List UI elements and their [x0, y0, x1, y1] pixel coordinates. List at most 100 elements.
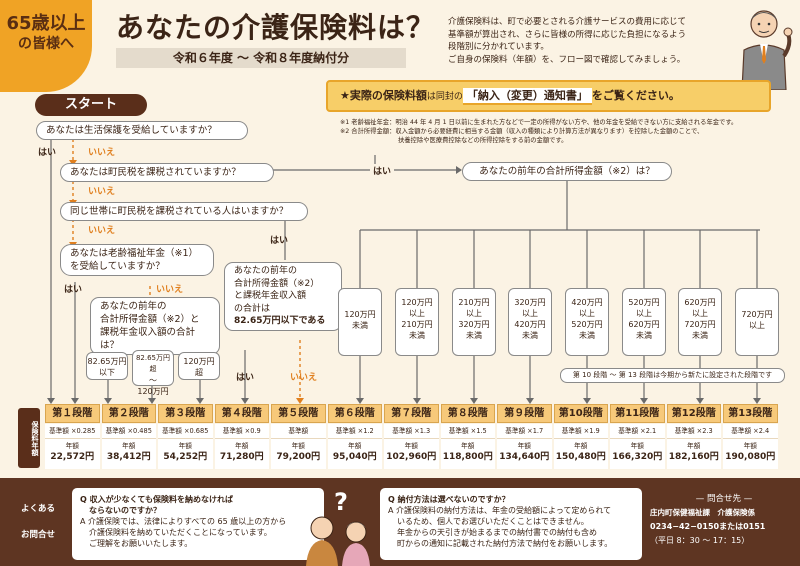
svg-text:?: ? — [334, 488, 348, 516]
stage-amount: 38,412円 — [106, 451, 151, 462]
stage-amount: 22,572円 — [50, 451, 95, 462]
faq-answer: ご理解をお願いいたします。 — [89, 539, 193, 548]
question-line: 合計所得金額（※2） — [234, 278, 320, 289]
stage-amount: 166,320円 — [612, 451, 663, 462]
question-line: と課税年金収入額 — [234, 291, 307, 301]
question-income-household: あなたの前年の 合計所得金額（※2） と課税年金収入額 の合計は 82.65万円… — [224, 262, 342, 331]
stage-cell: 基準額 ×0.9 年額 71,280円 — [214, 424, 269, 469]
year-label: 年額 — [461, 442, 475, 450]
stage-rate: 基準額 ×2.3 — [666, 424, 721, 439]
page-title: あなたの介護保険料は？ — [116, 11, 436, 44]
bracket-line: 120万円 — [183, 357, 215, 366]
stage-rate: 基準額 ×1.7 — [497, 424, 552, 439]
stage-cell: 基準額 ×2.1 年額 166,320円 — [610, 424, 665, 469]
faq-answer: 介護保険料を納めていただくことになっています。 — [89, 528, 272, 537]
question-income-low: あなたの前年の 合計所得金額（※2）と 課税年金収入額の合計は？ — [90, 297, 220, 355]
stage-rate: 基準額 ×1.5 — [440, 424, 495, 439]
stage-cell: 基準額 ×1.7 年額 134,640円 — [497, 424, 552, 469]
stage-cell: 基準額 ×2.3 年額 182,160円 — [666, 424, 721, 469]
bracket-line: 720万円 — [684, 320, 716, 329]
year-label: 年額 — [574, 442, 588, 450]
no-label: いいえ — [290, 373, 318, 383]
badge-line2: の皆様へ — [18, 36, 74, 52]
stage-cell: 基準額 ×1.5 年額 118,800円 — [440, 424, 495, 469]
badge-line1: 65歳以上 — [6, 13, 86, 34]
bracket-line: 以下 — [99, 368, 115, 377]
stage-cell: 基準額 ×2.4 年額 190,080円 — [723, 424, 778, 469]
notice-prefix: ★実際の保険料額 — [340, 89, 427, 102]
faq-answer: 町からの通知に記載された納付方法で納付をお願いします。 — [397, 539, 613, 548]
no-label: いいえ — [156, 285, 184, 295]
stage-label: 第９段階 — [497, 404, 552, 423]
footnotes: ※1 老齢福祉年金：明治 44 年 4 月 1 日以前に生まれた方などで一定の所… — [340, 118, 785, 145]
no-label: いいえ — [88, 226, 116, 236]
no-label: いいえ — [88, 148, 116, 158]
stage-amount: 102,960円 — [386, 451, 437, 462]
yes-label: はい — [38, 148, 57, 158]
faq-box-1: Q 収入が少なくても保険料を納めなければ ならないのですか？ A 介護保険では、… — [72, 488, 324, 560]
question-line: 合計所得金額（※2）と — [100, 314, 200, 325]
bracket-line: 未満 — [466, 331, 482, 340]
faq-answer: 年金からの天引きが始まるまでの納付書での納付も含め — [397, 528, 597, 537]
stage-cell: 基準額 ×0.685 年額 54,252円 — [158, 424, 213, 469]
stage-cell: 基準額 年額 79,200円 — [271, 424, 326, 469]
notice-highlight: 「納入（変更）通知書」 — [462, 88, 592, 105]
stage-rate: 基準額 ×2.4 — [723, 424, 778, 439]
question-welfare: あなたは生活保護を受給していますか？ — [36, 121, 248, 140]
stage-amount: 54,252円 — [163, 451, 208, 462]
faq-question: ならないのですか？ — [89, 506, 161, 515]
stage-label: 第１段階 — [45, 404, 100, 423]
faq-question: Q 収入が少なくても保険料を納めなければ — [80, 495, 233, 504]
stage-rate: 基準額 ×2.1 — [610, 424, 665, 439]
bracket-high-8: 720万円 以上 — [735, 288, 779, 356]
stage-label: 第５段階 — [271, 404, 326, 423]
year-label: 年額 — [404, 442, 418, 450]
question-line: の合計は — [234, 303, 271, 314]
year-label: 年額 — [65, 442, 79, 450]
stage-rate: 基準額 ×1.3 — [384, 424, 439, 439]
bracket-line: 620万円 — [684, 298, 716, 307]
stage-label: 第13段階 — [723, 404, 778, 423]
bracket-line: 120万円 — [344, 310, 376, 319]
bracket-line: 以上 — [636, 309, 652, 318]
bracket-line: 420万円 — [514, 320, 546, 329]
yes-label: はい — [370, 164, 395, 177]
stage-label: 第10段階 — [553, 404, 608, 423]
notice-suffix: をご覧ください。 — [591, 89, 680, 102]
stage-amount: 79,200円 — [276, 451, 321, 462]
stage-label: 第４段階 — [214, 404, 269, 423]
stage-rate: 基準額 ×0.9 — [214, 424, 269, 439]
bracket-high-1: 120万円 未満 — [338, 288, 382, 356]
bracket-line: 以上 — [522, 309, 538, 318]
bracket-line: 未満 — [579, 331, 595, 340]
footnote-2-cont: 扶養控除や医療費控除などの所得控除をする前の金額です。 — [398, 137, 568, 144]
faq-box-2: Q 納付方法は選べないのですか？ A 介護保険料の納付方法は、年金の受給額によっ… — [380, 488, 642, 560]
faq-answer: A 介護保険料の納付方法は、年金の受給額によって定められて — [388, 506, 612, 515]
bracket-line: 520万円 — [571, 320, 603, 329]
bracket-line: 未満 — [352, 321, 368, 330]
bracket-line: 320万円 — [514, 298, 546, 307]
stage-rate: 基準額 ×0.685 — [158, 424, 213, 439]
contact-hours: （平日 8：30 〜 17：15） — [650, 536, 750, 545]
question-line: を受給していますか？ — [70, 261, 165, 272]
intro-line: 基準額が算出され、さらに皆様の所得に応じた負担になるよう — [448, 29, 687, 40]
question-old-age-pension: あなたは老齢福祉年金（※1） を受給していますか？ — [60, 244, 214, 276]
bracket-line: 720万円 — [741, 310, 773, 319]
no-label: いいえ — [88, 187, 116, 197]
staff-illustration-icon — [741, 10, 793, 90]
stage-cell: 基準額 ×1.3 年額 102,960円 — [384, 424, 439, 469]
bracket-line: 520万円 — [628, 298, 660, 307]
notice-banner: ★実際の保険料額は同封の「納入（変更）通知書」をご覧ください。 — [326, 80, 771, 112]
bracket-line: 320万円 — [458, 320, 490, 329]
contact-phone: 0234−42−0150または0151 — [650, 522, 766, 531]
bracket-line: 210万円 — [401, 320, 433, 329]
question-line: あなたの前年の — [234, 266, 298, 276]
question-line: あなたは老齢福祉年金（※1） — [70, 248, 199, 259]
year-label: 年額 — [122, 442, 136, 450]
stage-amount: 118,800円 — [442, 451, 493, 462]
stage-label: 第３段階 — [158, 404, 213, 423]
stage-rate: 基準額 ×1.9 — [553, 424, 608, 439]
